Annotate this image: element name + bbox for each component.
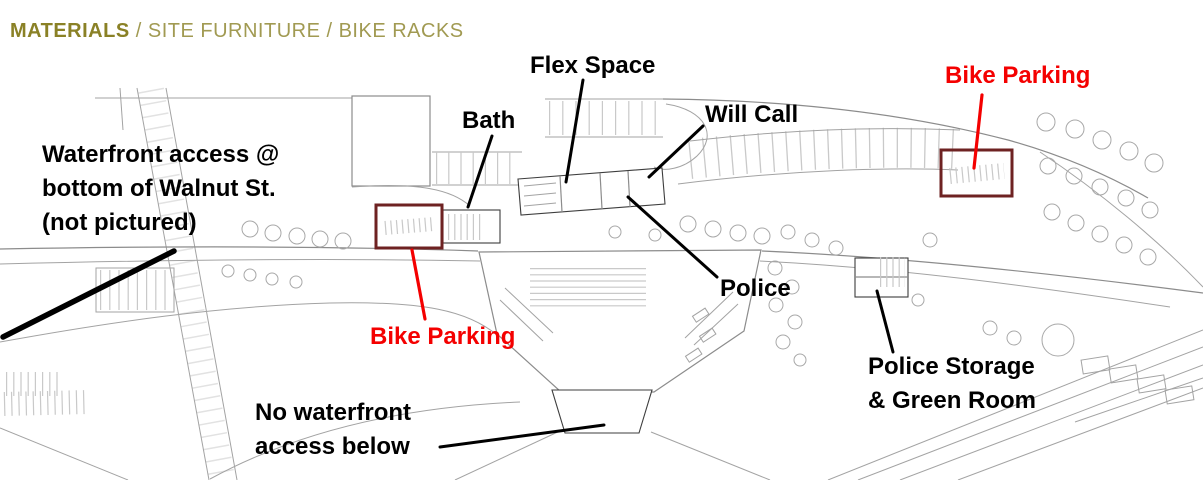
lower-left-structures — [0, 372, 129, 480]
police-storage-line-1: Police Storage — [868, 353, 1035, 380]
boardwalk-steps — [1080, 355, 1195, 405]
police-storage-leader — [875, 289, 895, 354]
bath-leader — [466, 134, 494, 209]
waterfront-access-line-3: (not pictured) — [42, 209, 197, 236]
label-bike-parking-top: Bike Parking — [945, 62, 1091, 89]
label-bath: Bath — [462, 107, 516, 134]
bike-parking-box-left — [374, 203, 444, 250]
label-flex-space: Flex Space — [530, 52, 656, 79]
amphitheater-plaza — [478, 249, 762, 434]
waterfront-access-leader — [0, 248, 177, 340]
walnut-street — [95, 87, 352, 480]
flex-space-leader — [564, 78, 585, 184]
police-leader — [626, 195, 719, 279]
no-waterfront-leader — [438, 423, 606, 449]
left-pier — [95, 267, 175, 313]
leader-lines — [0, 78, 984, 449]
title-materials: MATERIALS — [10, 20, 130, 42]
no-waterfront-line-1: No waterfront — [255, 399, 411, 426]
police-storage-line-2: & Green Room — [868, 387, 1037, 414]
label-waterfront-access: Waterfront access @ bottom of Walnut St.… — [42, 138, 279, 240]
page-title: MATERIALS / SITE FURNITURE / BIKE RACKS — [10, 20, 464, 43]
parking-top-right — [662, 98, 1149, 199]
loop-drive — [653, 103, 708, 170]
label-bike-parking-bottom: Bike Parking — [370, 323, 516, 350]
label-police: Police — [720, 275, 791, 302]
bike-parking-left-leader — [410, 248, 427, 321]
waterfront-access-line-2: bottom of Walnut St. — [42, 175, 276, 202]
upper-building — [351, 95, 431, 187]
will-call-leader — [647, 124, 705, 179]
title-site-furniture: SITE FURNITURE — [147, 20, 321, 42]
bath-building — [442, 209, 501, 244]
title-separator-2: / — [320, 20, 339, 42]
parking-top-center — [545, 98, 663, 138]
waterfront-access-line-1: Waterfront access @ — [42, 141, 280, 168]
bike-parking-right-leader — [972, 93, 984, 170]
title-bike-racks: BIKE RACKS — [338, 20, 464, 42]
police-storage-building — [854, 257, 909, 298]
lower-paths — [454, 429, 771, 480]
trees — [221, 112, 1164, 367]
label-police-storage: Police Storage & Green Room — [868, 350, 1036, 418]
label-no-waterfront: No waterfront access below — [255, 396, 411, 464]
label-will-call: Will Call — [705, 101, 799, 128]
shoreline — [827, 151, 1203, 480]
flex-space-building — [517, 167, 666, 216]
no-waterfront-line-2: access below — [255, 433, 410, 460]
title-separator-1: / — [129, 20, 148, 42]
